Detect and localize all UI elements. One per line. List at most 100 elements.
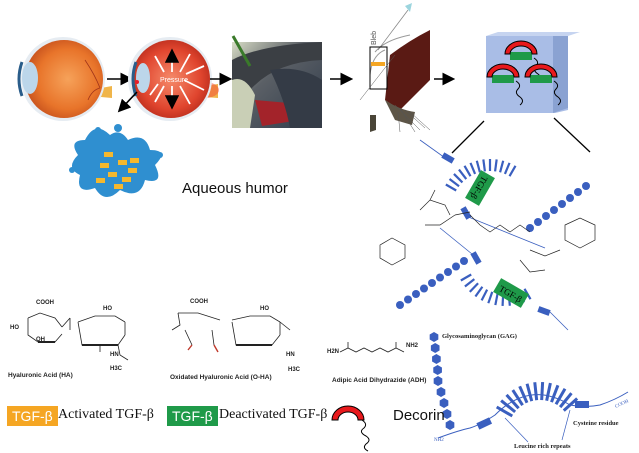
cube-decorin	[486, 63, 520, 78]
leucine-rich-repeat	[460, 273, 472, 282]
cc-box	[441, 152, 455, 164]
adh-structure	[339, 342, 405, 353]
pressure-arrows	[149, 48, 205, 110]
iris-fragment	[370, 115, 376, 132]
healthy-eye-illustration	[17, 37, 112, 121]
ha-name: Hyaluronic Acid (HA)	[8, 372, 73, 379]
cube-top	[486, 32, 580, 36]
leucine-rich-repeat	[533, 382, 539, 401]
adh-h2n-label: H2N	[327, 349, 340, 355]
gag-unit	[534, 218, 542, 226]
needle-hub	[405, 3, 412, 12]
legend-activated-box: TGF-β	[7, 406, 58, 426]
surgery-illustration	[231, 35, 322, 128]
cube-tgf-beta	[492, 75, 514, 83]
chemical-bond	[519, 249, 561, 273]
gag-unit	[444, 268, 452, 276]
eyeball	[132, 40, 210, 118]
gag-unit	[420, 284, 428, 293]
ha-ho-label: HO	[10, 325, 19, 331]
gag-hexagon	[432, 354, 441, 364]
sclera-flap	[232, 42, 322, 100]
leucine-rich-repeat	[540, 381, 545, 401]
gag-unit	[550, 206, 558, 214]
gag-unit	[574, 188, 582, 196]
gag-unit	[396, 301, 404, 309]
protein-chain	[439, 227, 473, 255]
leucine-rich-repeat	[545, 382, 552, 402]
leucine-rich-repeat	[482, 159, 487, 172]
splash-body	[71, 128, 162, 198]
leucine-rich-repeat	[487, 291, 494, 304]
pressure-label: Pressure	[160, 77, 188, 84]
gag-unit	[542, 212, 550, 220]
lens	[22, 62, 38, 94]
lrr-pointer	[504, 417, 529, 443]
oha-structure	[171, 312, 291, 353]
leucine-rich-repeat	[558, 392, 573, 409]
splash-droplet	[157, 152, 163, 158]
gag-unit	[558, 200, 566, 208]
leucine-rich-repeat	[448, 178, 460, 188]
splash-droplet	[95, 127, 101, 133]
cube-decorin	[524, 63, 558, 78]
bleb-label: Bleb	[371, 31, 378, 45]
nh2-terminus-label: NH2	[434, 438, 444, 443]
leucine-rich-repeat	[458, 168, 468, 180]
leucine-rich-repeat	[493, 159, 498, 172]
crosslink-tgf-beta-bottom: TGF-β	[493, 278, 529, 308]
cc-box	[537, 306, 551, 316]
cc-box-n	[476, 417, 493, 430]
leucine-rich-repeat	[499, 160, 505, 173]
adh-name: Adipic Acid Dihydrazide (ADH)	[332, 377, 427, 384]
chemical-bond	[564, 217, 596, 249]
blockage-marker	[135, 80, 139, 84]
gag-hexagon	[429, 332, 439, 342]
bleb-box	[369, 46, 388, 90]
zoom-line-left	[451, 120, 485, 154]
gag-unit	[566, 194, 574, 202]
leucine-rich-repeat	[500, 399, 517, 414]
leucine-rich-repeat	[463, 165, 472, 177]
oha-ho-label: HO	[260, 306, 269, 312]
gag-unit	[452, 262, 460, 271]
protein-chain	[465, 215, 546, 249]
decorin-arc	[331, 405, 365, 421]
leucine-rich-repeat	[494, 293, 499, 306]
cc-box	[470, 251, 482, 265]
leucine-rich-repeat	[554, 387, 567, 406]
oha-hn-label: HN	[286, 352, 295, 358]
decorin-backbone	[437, 391, 629, 439]
leucine-rich-repeat	[505, 393, 520, 410]
decorin-tail	[360, 419, 370, 452]
ciliary-body	[385, 100, 415, 125]
oha-cooh-label: COOH	[190, 299, 208, 305]
gag-hexagon	[433, 365, 442, 375]
gag-unit	[412, 290, 420, 298]
adh-nh2-label: NH2	[406, 343, 419, 349]
leucine-rich-repeat	[495, 405, 514, 418]
tgf-beta-particles	[96, 152, 139, 189]
gag-unit	[436, 273, 444, 282]
chemical-bond	[419, 189, 451, 216]
ha-hn-label: HN	[110, 352, 119, 358]
cc-box-c	[575, 401, 589, 408]
ha-cooh-label: COOH	[36, 300, 54, 306]
leucine-rich-repeat	[453, 173, 464, 184]
gag-hexagon	[445, 420, 455, 430]
gag-hexagon	[430, 343, 440, 353]
leucine-rich-repeat	[480, 289, 489, 301]
cornea	[17, 61, 24, 97]
gag-label: Glycosaminoglycan (GAG)	[442, 333, 517, 340]
leucine-rich-repeat	[562, 397, 579, 412]
gag-unit	[404, 295, 412, 304]
gag-unit	[460, 257, 468, 265]
legend-activated-label: Activated TGF-β	[58, 407, 154, 422]
leucine-rich-repeat	[445, 183, 457, 192]
chemical-bond	[379, 237, 406, 266]
conjunctiva	[232, 79, 255, 128]
oha-h3c-label: H3C	[288, 367, 301, 373]
splash-droplet	[114, 124, 122, 132]
lrr-label: Leucine rich repeats	[514, 443, 571, 450]
leucine-rich-repeat	[525, 383, 534, 402]
